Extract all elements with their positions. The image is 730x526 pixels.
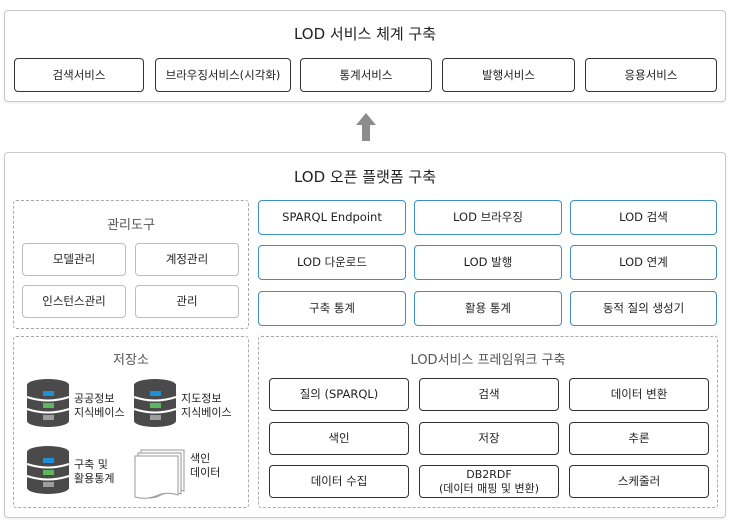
- build-usage-stats-line2: 활용통계: [74, 472, 115, 486]
- feature-lod-publish-button[interactable]: LOD 발행: [414, 245, 562, 280]
- instance-management-button[interactable]: 인스턴스관리: [22, 285, 126, 318]
- map-info-kb-line2: 지식베이스: [181, 406, 232, 420]
- index-data-label: 색인 데이터: [190, 452, 220, 481]
- framework-db2rdf-line1: DB2RDF: [466, 467, 512, 481]
- service-browsing-button[interactable]: 브라우징서비스(시각화): [155, 58, 291, 92]
- database-icon: [26, 379, 70, 427]
- framework-storage-button[interactable]: 저장: [419, 422, 559, 455]
- framework-index-label: 색인: [328, 431, 350, 446]
- framework-search-label: 검색: [478, 387, 500, 402]
- database-icon: [133, 379, 177, 427]
- service-panel: LOD 서비스 체계 구축 검색서비스 브라우징서비스(시각화) 통계서비스 발…: [4, 10, 726, 102]
- framework-storage-label: 저장: [478, 431, 500, 446]
- feature-sparql-endpoint-button[interactable]: SPARQL Endpoint: [258, 200, 406, 235]
- storage-group: 저장소 공공정보 지식베이스 지도정보: [13, 336, 249, 508]
- management-tools-title: 관리도구: [107, 218, 155, 233]
- index-data-line1: 색인: [190, 452, 211, 465]
- build-usage-stats-label: 구축 및 활용통계: [74, 458, 114, 487]
- framework-index-button[interactable]: 색인: [269, 422, 409, 455]
- service-publish-button[interactable]: 발행서비스: [442, 58, 575, 92]
- feature-usage-statistics-button[interactable]: 활용 통계: [414, 291, 562, 326]
- framework-inference-label: 추론: [628, 431, 650, 446]
- framework-search-button[interactable]: 검색: [419, 378, 559, 411]
- framework-data-conversion-button[interactable]: 데이터 변환: [569, 378, 709, 411]
- framework-group: LOD서비스 프레임워크 구축 질의 (SPARQL) 검색 데이터 변환 색인…: [258, 336, 718, 508]
- feature-lod-download-button[interactable]: LOD 다운로드: [258, 245, 406, 280]
- framework-db2rdf-button[interactable]: DB2RDF (데이터 매핑 및 변환): [419, 465, 559, 498]
- framework-data-collection-label: 데이터 수집: [310, 474, 368, 489]
- map-info-kb-label: 지도정보 지식베이스: [181, 392, 232, 421]
- framework-scheduler-button[interactable]: 스케줄러: [569, 465, 709, 498]
- storage-title: 저장소: [113, 353, 149, 368]
- feature-dynamic-query-generator-button[interactable]: 동적 질의 생성기: [570, 291, 717, 326]
- framework-title: LOD서비스 프레임워크 구축: [410, 353, 566, 368]
- model-management-button[interactable]: 모델관리: [22, 243, 126, 276]
- build-usage-stats-line1: 구축 및: [74, 458, 108, 471]
- document-stack-icon: [134, 449, 185, 499]
- account-management-button[interactable]: 계정관리: [135, 243, 239, 276]
- feature-build-statistics-button[interactable]: 구축 통계: [258, 291, 406, 326]
- public-info-kb-label: 공공정보 지식베이스: [74, 392, 125, 421]
- public-info-kb-line1: 공공정보: [74, 392, 115, 405]
- service-panel-title: LOD 서비스 체계 구축: [293, 25, 437, 43]
- service-search-button[interactable]: 검색서비스: [14, 58, 144, 92]
- platform-panel: LOD 오픈 플랫폼 구축 관리도구 모델관리 계정관리 인스턴스관리 관리 S…: [4, 152, 726, 518]
- framework-scheduler-label: 스케줄러: [617, 474, 661, 489]
- framework-sparql-query-label: 질의 (SPARQL): [299, 387, 379, 402]
- framework-inference-button[interactable]: 추론: [569, 422, 709, 455]
- map-info-kb-line1: 지도정보: [181, 392, 222, 405]
- framework-db2rdf-line2: (데이터 매핑 및 변환): [438, 481, 540, 495]
- up-arrow-icon: [356, 113, 376, 141]
- database-icon: [26, 446, 70, 494]
- public-info-kb-line2: 지식베이스: [74, 406, 125, 420]
- feature-lod-browsing-button[interactable]: LOD 브라우징: [414, 200, 562, 235]
- service-statistics-button[interactable]: 통계서비스: [300, 58, 432, 92]
- service-application-button[interactable]: 응용서비스: [585, 58, 717, 92]
- framework-sparql-query-button[interactable]: 질의 (SPARQL): [269, 378, 409, 411]
- feature-lod-search-button[interactable]: LOD 검색: [570, 200, 717, 235]
- framework-data-conversion-label: 데이터 변환: [610, 387, 668, 402]
- platform-panel-title: LOD 오픈 플랫폼 구축: [293, 168, 437, 186]
- feature-lod-linking-button[interactable]: LOD 연계: [570, 245, 717, 280]
- index-data-line2: 데이터: [190, 466, 221, 480]
- management-button[interactable]: 관리: [135, 285, 239, 318]
- framework-data-collection-button[interactable]: 데이터 수집: [269, 465, 409, 498]
- management-tools-group: 관리도구 모델관리 계정관리 인스턴스관리 관리: [13, 200, 249, 329]
